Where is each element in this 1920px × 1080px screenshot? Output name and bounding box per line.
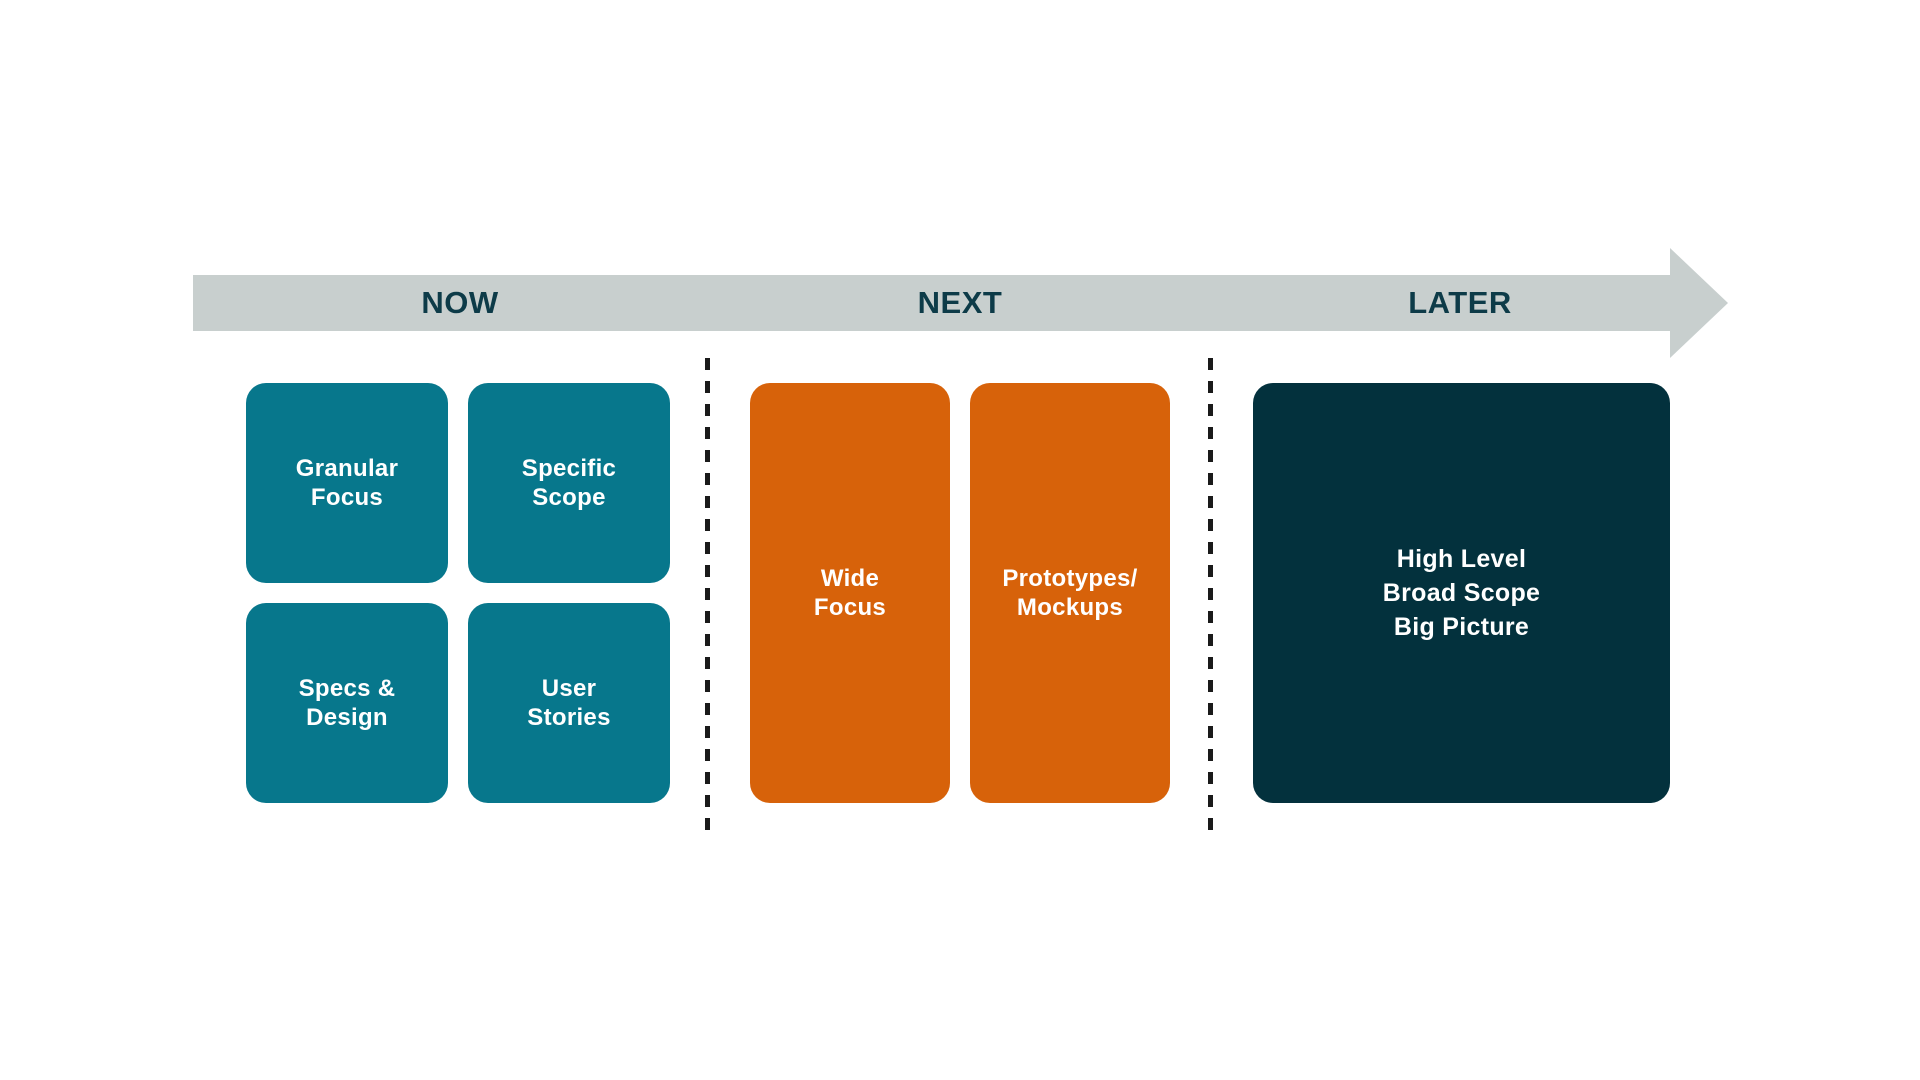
card-granular-focus: Granular Focus: [246, 383, 448, 583]
card-specs-design-label: Specs & Design: [298, 674, 396, 731]
timeline-arrowhead-icon: [1670, 248, 1728, 358]
card-prototypes-mockups-label: Prototypes/ Mockups: [1002, 564, 1138, 621]
timeline-label-later: LATER: [1408, 285, 1512, 320]
divider-next-later: [1208, 358, 1213, 830]
card-user-stories: User Stories: [468, 603, 670, 803]
card-specs-design: Specs & Design: [246, 603, 448, 803]
card-wide-focus-label: Wide Focus: [813, 564, 887, 621]
divider-now-next: [705, 358, 710, 830]
timeline-arrow-bar: [193, 275, 1670, 331]
card-wide-focus: Wide Focus: [750, 383, 950, 803]
timeline-label-now: NOW: [421, 285, 499, 320]
card-high-level: High Level Broad Scope Big Picture: [1253, 383, 1670, 803]
card-granular-focus-label: Granular Focus: [295, 454, 399, 511]
card-specific-scope-label: Specific Scope: [521, 454, 617, 511]
card-high-level-label: High Level Broad Scope Big Picture: [1382, 545, 1541, 641]
timeline-label-next: NEXT: [917, 285, 1003, 320]
card-prototypes-mockups: Prototypes/ Mockups: [970, 383, 1170, 803]
card-user-stories-label: User Stories: [527, 674, 611, 731]
card-specific-scope: Specific Scope: [468, 383, 670, 583]
